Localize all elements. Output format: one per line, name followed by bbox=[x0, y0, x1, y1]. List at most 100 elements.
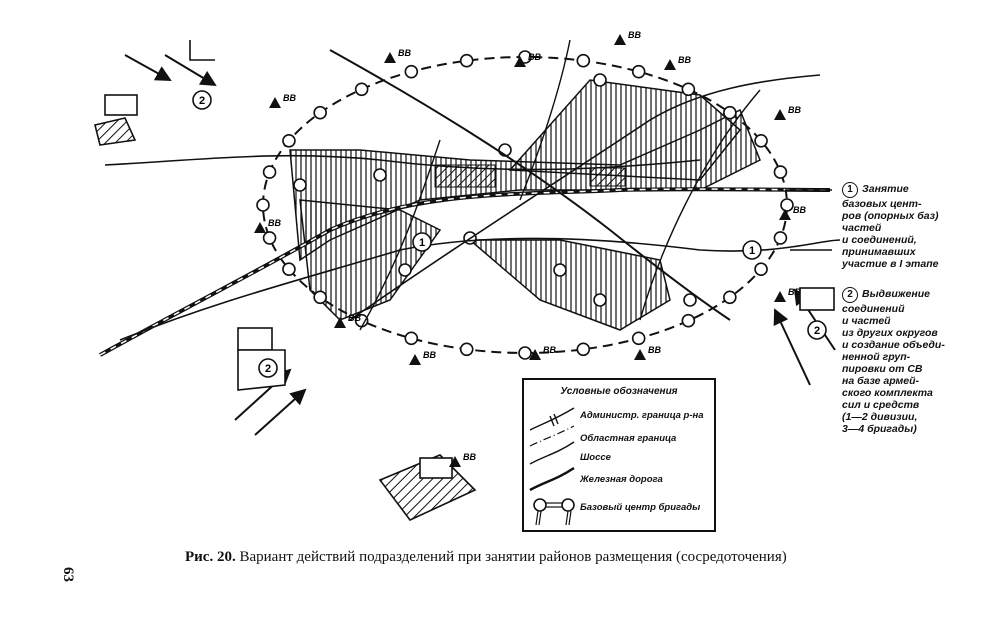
page-number: 63 bbox=[60, 567, 76, 582]
note-brackets bbox=[785, 189, 832, 251]
vv-marker: BB bbox=[779, 205, 806, 220]
brigade-base-circle bbox=[553, 263, 567, 277]
vv-marker: BB bbox=[634, 345, 661, 360]
vv-marker: BB bbox=[334, 313, 361, 328]
figure-number: Рис. 20. bbox=[185, 549, 236, 565]
brigade-base-circle bbox=[354, 82, 369, 97]
legend-item-railway: Железная дорога bbox=[580, 474, 663, 485]
vv-label: BB bbox=[268, 218, 281, 228]
vv-marker: BB bbox=[269, 93, 296, 108]
brigade-base-circle bbox=[780, 198, 794, 212]
base-ring bbox=[256, 50, 794, 360]
brigade-base-circle bbox=[754, 133, 768, 148]
zone-1-label: 1 bbox=[419, 237, 425, 249]
brigade-base-circle bbox=[459, 342, 474, 357]
unit-flags bbox=[94, 40, 835, 521]
brigade-base-circle bbox=[404, 64, 419, 79]
triangle-icon bbox=[334, 317, 346, 328]
legend-item-admin-border: Администр. граница р-на bbox=[580, 410, 704, 421]
roads bbox=[99, 39, 841, 357]
brigade-base-circle bbox=[593, 73, 607, 87]
brigade-base-circle bbox=[256, 198, 270, 212]
brigade-base-circle bbox=[631, 64, 646, 79]
vv-marker: BB bbox=[514, 52, 541, 67]
vv-label: BB bbox=[788, 105, 801, 115]
brigade-base-circle bbox=[593, 293, 607, 307]
zone-2-label: 2 bbox=[814, 325, 820, 337]
brigade-base-circle bbox=[723, 105, 737, 120]
vv-marker: BB bbox=[664, 55, 691, 70]
brigade-base-circle bbox=[773, 165, 788, 179]
triangle-icon bbox=[614, 34, 626, 45]
brigade-base-circle bbox=[282, 262, 296, 277]
brigade-base-circle bbox=[404, 331, 419, 346]
vv-label: BB bbox=[528, 52, 541, 62]
brigade-base-circle bbox=[293, 178, 307, 192]
vv-label: BB bbox=[793, 205, 806, 215]
caption-text: Вариант действий подразделений при занят… bbox=[235, 549, 787, 565]
brigade-base-circle bbox=[398, 263, 412, 277]
zone-2-label: 2 bbox=[199, 95, 205, 107]
brigade-base-circle bbox=[681, 313, 696, 328]
triangle-icon bbox=[254, 222, 266, 233]
brigade-base-circle bbox=[681, 82, 696, 97]
brigade-base-circle bbox=[683, 293, 697, 307]
brigade-base-circle bbox=[262, 231, 277, 245]
zone-labels: 2 2 2 1 1 bbox=[192, 90, 827, 378]
zone-2-label: 2 bbox=[265, 363, 271, 375]
brigade-base-circle bbox=[313, 105, 327, 120]
vv-marker: BB bbox=[449, 452, 476, 467]
legend-title: Условные обозначения bbox=[560, 386, 678, 397]
vv-label: BB bbox=[648, 345, 661, 355]
triangle-icon bbox=[779, 209, 791, 220]
triangle-icon bbox=[634, 349, 646, 360]
vv-marker: BB bbox=[774, 105, 801, 120]
brigade-base-circle bbox=[576, 342, 591, 357]
triangle-icon bbox=[664, 59, 676, 70]
vv-marker: BB bbox=[614, 30, 641, 45]
zone-1-label: 1 bbox=[749, 245, 755, 257]
triangle-icon bbox=[269, 97, 281, 108]
railway-symbol bbox=[529, 466, 575, 492]
vv-markers: BB BB BB BB BB BB BB BB BB BB BB BB BB BB bbox=[254, 30, 806, 467]
admin-border-symbol bbox=[529, 407, 575, 431]
triangle-icon bbox=[409, 354, 421, 365]
triangle-icon bbox=[774, 291, 786, 302]
brigade-base-circle bbox=[631, 331, 646, 346]
vv-label: BB bbox=[463, 452, 476, 462]
vv-marker: BB bbox=[409, 350, 436, 365]
triangle-icon bbox=[514, 56, 526, 67]
brigade-base-circle bbox=[723, 290, 737, 305]
note-number: 1 bbox=[842, 182, 858, 198]
triangle-icon bbox=[384, 52, 396, 63]
vv-label: BB bbox=[348, 313, 361, 323]
legend-item-brigade-base: Базовый центр бригады bbox=[580, 502, 701, 513]
triangle-icon bbox=[449, 456, 461, 467]
brigade-base-circle bbox=[459, 53, 474, 68]
brigade-base-circle bbox=[313, 290, 327, 305]
legend-item-highway: Шоссе bbox=[580, 452, 611, 463]
brigade-base-circle bbox=[754, 262, 768, 277]
regional-border-symbol bbox=[529, 425, 575, 447]
brigade-base-circle bbox=[282, 133, 296, 148]
vv-label: BB bbox=[543, 345, 556, 355]
note-number: 2 bbox=[842, 287, 858, 303]
vv-label: BB bbox=[628, 30, 641, 40]
vv-marker: BB bbox=[774, 287, 801, 302]
vv-label: BB bbox=[283, 93, 296, 103]
triangle-icon bbox=[529, 349, 541, 360]
triangle-icon bbox=[774, 109, 786, 120]
vv-label: BB bbox=[423, 350, 436, 360]
legend-symbols bbox=[529, 407, 575, 526]
brigade-base-circle bbox=[518, 346, 532, 360]
note-text: Выдвижение соединений и частей из других… bbox=[842, 288, 945, 435]
vv-marker: BB bbox=[254, 218, 281, 233]
vv-label: BB bbox=[398, 48, 411, 58]
legend: Условные обозначения Администр. граница … bbox=[522, 378, 716, 532]
brigade-base-circle bbox=[576, 53, 591, 68]
legend-item-regional-border: Областная граница bbox=[580, 433, 677, 444]
figure-caption: Рис. 20. Вариант действий подразделений … bbox=[185, 549, 787, 566]
vv-label: BB bbox=[678, 55, 691, 65]
